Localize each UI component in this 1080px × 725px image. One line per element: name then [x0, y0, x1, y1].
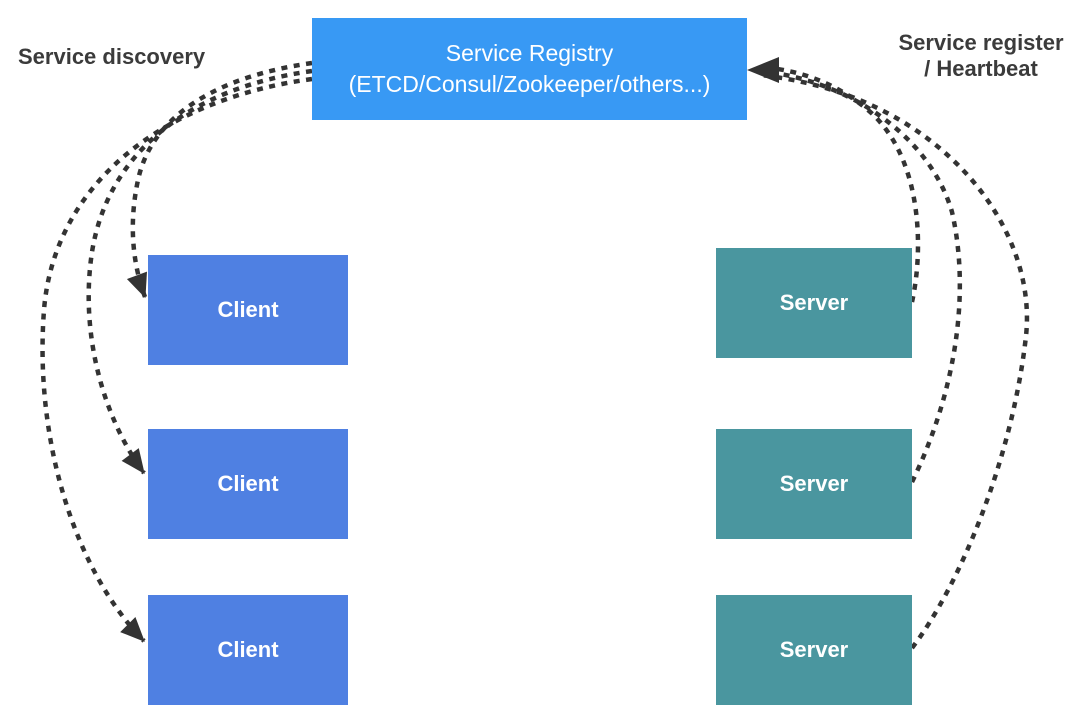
client-node-1: Client [148, 255, 348, 365]
client-node-2-label: Client [217, 471, 279, 496]
client-node-2: Client [148, 429, 348, 539]
edge-register-server-1 [759, 64, 921, 303]
service-discovery-label: Service discovery [18, 44, 206, 69]
edge-register-server-2 [759, 68, 963, 483]
service-register-label-line2: / Heartbeat [924, 56, 1038, 81]
edge-discovery-client-1 [126, 60, 313, 299]
client-node-3-label: Client [217, 637, 279, 662]
service-register-label-line1: Service register [898, 30, 1064, 55]
edge-register-server-3 [759, 72, 1030, 650]
client-node-3: Client [148, 595, 348, 705]
server-node-3-label: Server [779, 637, 849, 662]
edge-discovery-client-2 [86, 68, 313, 475]
registry-arrowhead-icon [747, 57, 779, 83]
service-register-label: Service register / Heartbeat [881, 30, 1080, 82]
edge-discovery-client-3 [40, 76, 313, 643]
service-registry-title: Service Registry [445, 40, 614, 66]
server-node-2: Server [716, 429, 912, 539]
server-node-2-label: Server [779, 471, 849, 496]
server-node-1-label: Server [779, 290, 849, 315]
service-registry-node: Service Registry (ETCD/Consul/Zookeeper/… [312, 18, 747, 120]
service-registry-subtitle: (ETCD/Consul/Zookeeper/others...) [348, 71, 711, 97]
client-node-1-label: Client [217, 297, 279, 322]
server-node-1: Server [716, 248, 912, 358]
server-node-3: Server [716, 595, 912, 705]
